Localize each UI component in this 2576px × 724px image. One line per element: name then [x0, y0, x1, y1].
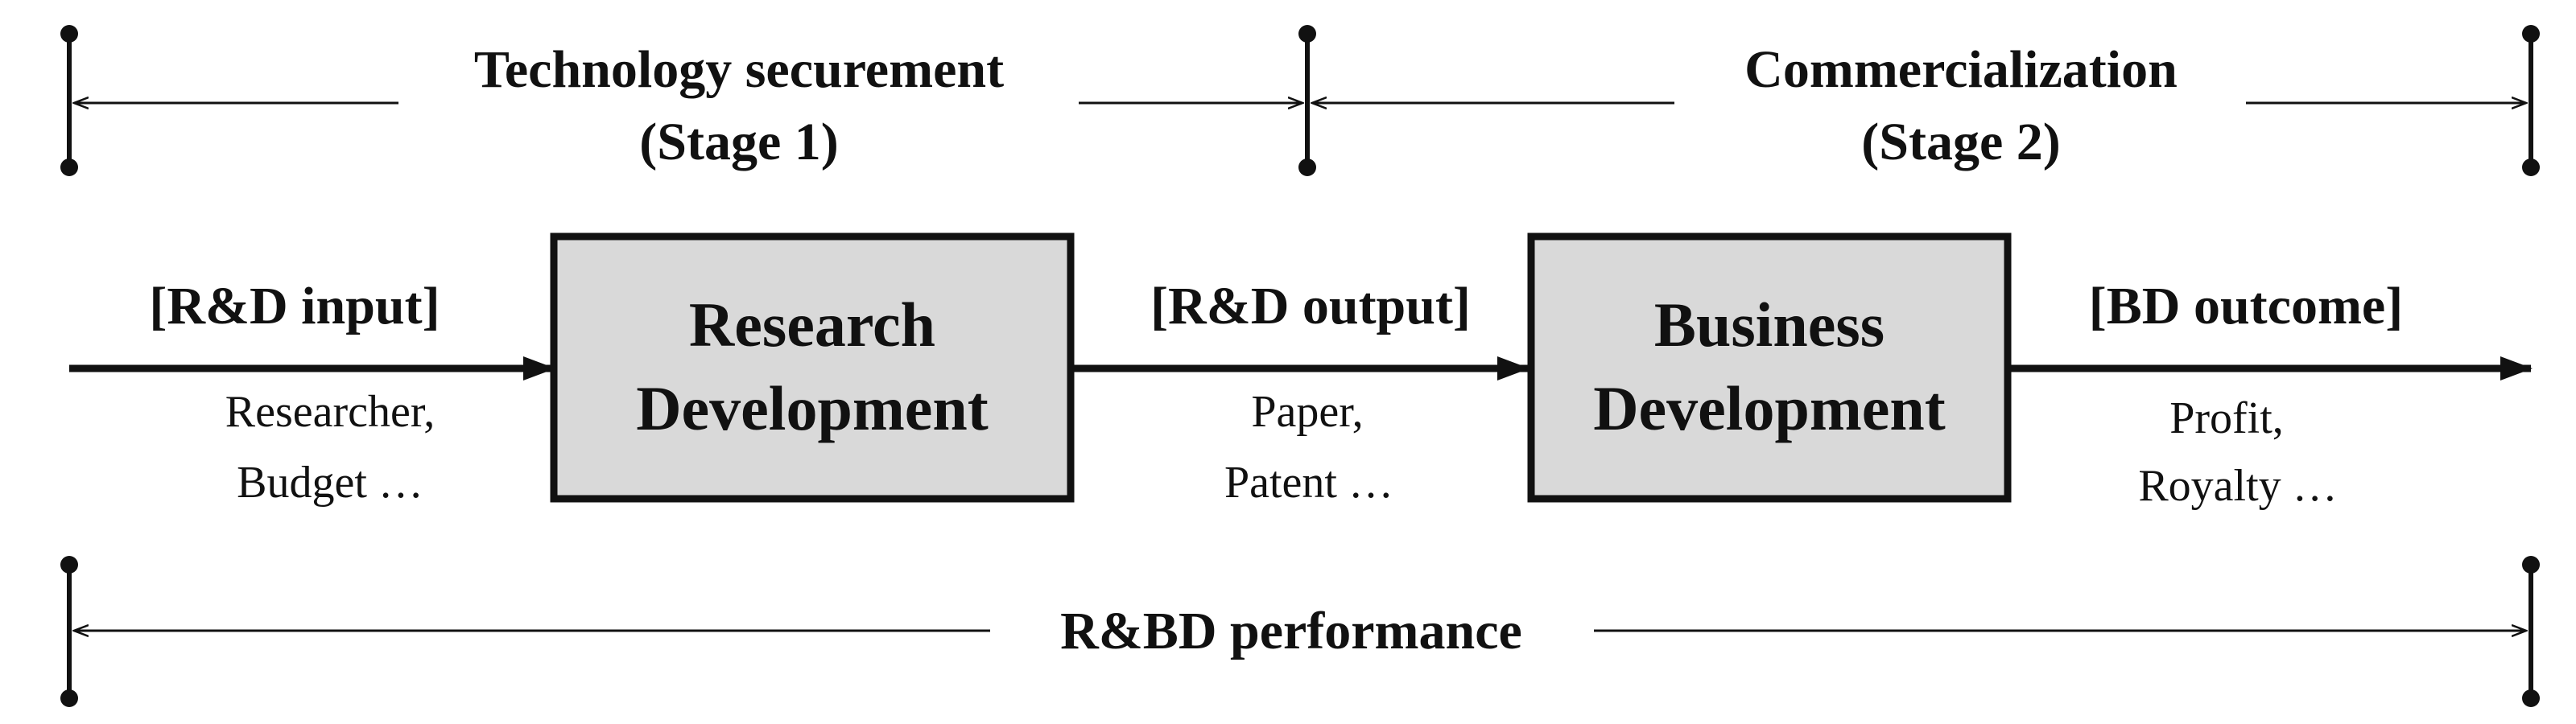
- main-flow: Research Development Business Developmen…: [69, 232, 2533, 511]
- business-development-line2: Development: [1593, 373, 1946, 443]
- stage1-left-tick-top-dot: [60, 25, 78, 43]
- rd-output-line2: Patent …: [1224, 458, 1393, 508]
- business-development-line1: Business: [1654, 290, 1885, 360]
- stage2-bracket: Commercialization (Stage 2): [1312, 25, 2540, 176]
- rd-input-line1: Researcher,: [225, 387, 435, 437]
- business-development-box-frame: [1527, 232, 2012, 503]
- performance-right-tick-top-dot: [2522, 556, 2540, 574]
- research-development-box: Research Development: [550, 232, 1075, 503]
- stage2-right-tick-bottom-dot: [2522, 158, 2540, 176]
- performance-right-tick-bottom-dot: [2522, 689, 2540, 707]
- stage2-subtitle: (Stage 2): [1861, 113, 2060, 171]
- rd-input-line2: Budget …: [237, 458, 423, 508]
- performance-left-tick-top-dot: [60, 556, 78, 574]
- bd-outcome-line2: Royalty …: [2138, 461, 2337, 511]
- research-development-box-frame: [550, 232, 1075, 503]
- rd-input-heading: [R&D input]: [149, 277, 440, 335]
- bd-outcome-group: [BD outcome] Profit, Royalty …: [2089, 277, 2403, 511]
- rd-output-line1: Paper,: [1251, 387, 1363, 437]
- rd-output-heading: [R&D output]: [1150, 277, 1471, 335]
- research-development-line2: Development: [636, 373, 989, 443]
- performance-label: R&BD performance: [1060, 602, 1522, 660]
- performance-bracket: R&BD performance: [60, 556, 2540, 707]
- stage2-right-tick-top-dot: [2522, 25, 2540, 43]
- stage1-bracket: Technology securement (Stage 1): [60, 25, 1316, 176]
- business-development-box: Business Development: [1527, 232, 2012, 503]
- bd-outcome-heading: [BD outcome]: [2089, 277, 2403, 335]
- stage1-subtitle: (Stage 1): [639, 113, 838, 171]
- stage1-right-tick-top-dot: [1298, 25, 1316, 43]
- stage2-title: Commercialization: [1744, 40, 2178, 99]
- rd-input-group: [R&D input] Researcher, Budget …: [149, 277, 440, 508]
- stage1-right-tick-bottom-dot: [1298, 158, 1316, 176]
- rd-output-group: [R&D output] Paper, Patent …: [1150, 277, 1471, 508]
- stage1-left-tick-bottom-dot: [60, 158, 78, 176]
- research-development-line1: Research: [689, 290, 935, 360]
- performance-left-tick-bottom-dot: [60, 689, 78, 707]
- stage1-title: Technology securement: [474, 40, 1004, 99]
- bd-outcome-line1: Profit,: [2169, 393, 2284, 443]
